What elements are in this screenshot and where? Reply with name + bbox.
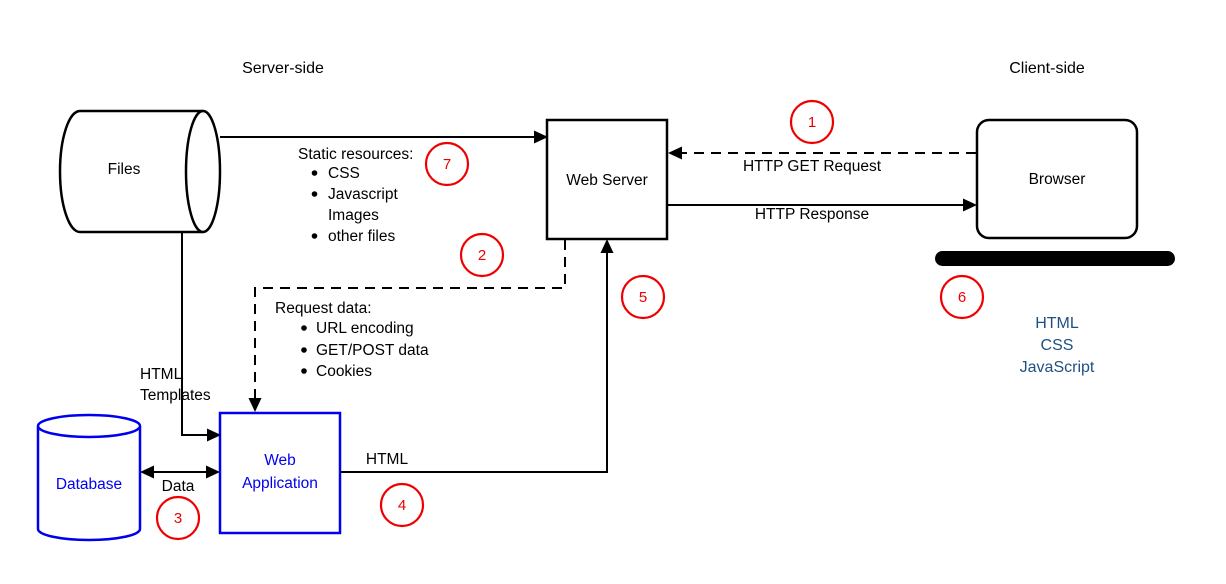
- bullet-icon: [301, 325, 307, 331]
- web-application-label-line1: Web: [264, 452, 296, 469]
- bullet-icon: [311, 170, 318, 176]
- step-badge-circle-6: [939, 274, 985, 320]
- edge-webserver-to-browser: HTTP Response: [668, 198, 977, 223]
- edge-webapp-to-webserver: HTML: [340, 239, 614, 473]
- edge-files-to-webapp: HTML Templates: [140, 232, 221, 442]
- files-node: Files: [58, 109, 222, 234]
- step-badge-circle-3: [155, 495, 201, 541]
- browser-label: Browser: [1029, 171, 1086, 188]
- server-side-label: Server-side: [242, 60, 324, 77]
- html-templates-label-line1: HTML: [140, 366, 183, 383]
- step-badge-circle-5: [620, 274, 666, 320]
- bullet-icon: [301, 368, 307, 374]
- html-out-label: HTML: [366, 451, 409, 468]
- static-resources-item-javascript: Javascript: [328, 186, 398, 203]
- step-badge-circle-2: [459, 232, 505, 278]
- edge-webserver-to-webapp: Request data: URL encoding GET/POST data…: [248, 240, 566, 412]
- request-data-item-cookies: Cookies: [316, 363, 372, 380]
- web-application-label-line2: Application: [242, 475, 318, 492]
- web-server-node: Web Server: [545, 118, 669, 241]
- step-badge-number-6: 6: [958, 289, 966, 306]
- client-output-html: HTML: [1035, 315, 1079, 332]
- static-resources-title: Static resources:: [298, 146, 413, 163]
- html-templates-line: [181, 232, 207, 436]
- files-cylinder-cap: [184, 109, 222, 234]
- database-label: Database: [56, 476, 122, 493]
- step-badge-number-5: 5: [639, 289, 647, 306]
- web-server-label: Web Server: [566, 172, 648, 189]
- step-badge-number-1: 1: [808, 114, 816, 131]
- static-resources-item-images: Images: [328, 207, 379, 224]
- data-label: Data: [162, 478, 195, 495]
- web-application-node: Web Application: [218, 411, 342, 535]
- html-out-line: [340, 253, 608, 473]
- request-data-item-url-encoding: URL encoding: [316, 320, 414, 337]
- files-cylinder-body: [58, 109, 203, 234]
- arrowhead-into-webapp-top: [248, 398, 262, 412]
- edge-files-to-webserver: Static resources: CSS Javascript Images …: [220, 130, 548, 245]
- request-data-title: Request data:: [275, 300, 372, 317]
- request-data-line: [254, 240, 566, 398]
- step-badge-number-3: 3: [174, 510, 182, 527]
- arrowhead-into-webserver-left: [534, 130, 548, 144]
- edge-browser-to-webserver: HTTP GET Request: [668, 146, 976, 175]
- arrowhead-into-webapp-data: [206, 465, 220, 479]
- step-badge-number-4: 4: [398, 497, 406, 514]
- bullet-icon: [311, 191, 318, 197]
- web-application-box: [218, 411, 342, 535]
- step-badge-circle-4: [379, 482, 425, 528]
- browser-box: [975, 118, 1139, 240]
- bullet-icon: [311, 233, 318, 239]
- web-server-box: [545, 118, 669, 241]
- arrowhead-into-database: [140, 465, 154, 479]
- browser-node: Browser: [935, 118, 1175, 266]
- step-badge-circle-1: [789, 99, 835, 145]
- database-node: Database: [36, 413, 142, 542]
- client-side-label: Client-side: [1009, 60, 1085, 77]
- http-get-request-label: HTTP GET Request: [743, 158, 882, 175]
- arrowhead-into-browser: [963, 198, 977, 212]
- static-resources-item-css: CSS: [328, 165, 360, 182]
- html-templates-label-line2: Templates: [140, 387, 211, 404]
- arrowhead-into-webapp-left: [207, 428, 221, 442]
- edge-database-webapp: Data: [140, 465, 220, 495]
- step-badge-number-2: 2: [478, 247, 486, 264]
- arrowhead-into-webserver-bottom: [600, 239, 614, 253]
- static-resources-item-other-files: other files: [328, 228, 395, 245]
- laptop-base-bar: [935, 251, 1175, 266]
- step-badge-number-7: 7: [443, 156, 451, 173]
- step-badges: 1 2 3 4 5 6 7: [155, 99, 985, 541]
- request-data-item-get-post: GET/POST data: [316, 342, 429, 359]
- http-response-label: HTTP Response: [755, 206, 869, 223]
- files-label: Files: [108, 161, 141, 178]
- arrowhead-into-webserver-right: [668, 146, 682, 160]
- step-badge-circle-7: [424, 141, 470, 187]
- client-output-css: CSS: [1041, 337, 1074, 354]
- database-cylinder-cap: [36, 413, 142, 439]
- bullet-icon: [301, 347, 307, 353]
- database-cylinder-body: [36, 426, 142, 542]
- client-outputs: HTML CSS JavaScript: [1020, 315, 1095, 376]
- client-output-javascript: JavaScript: [1020, 359, 1095, 376]
